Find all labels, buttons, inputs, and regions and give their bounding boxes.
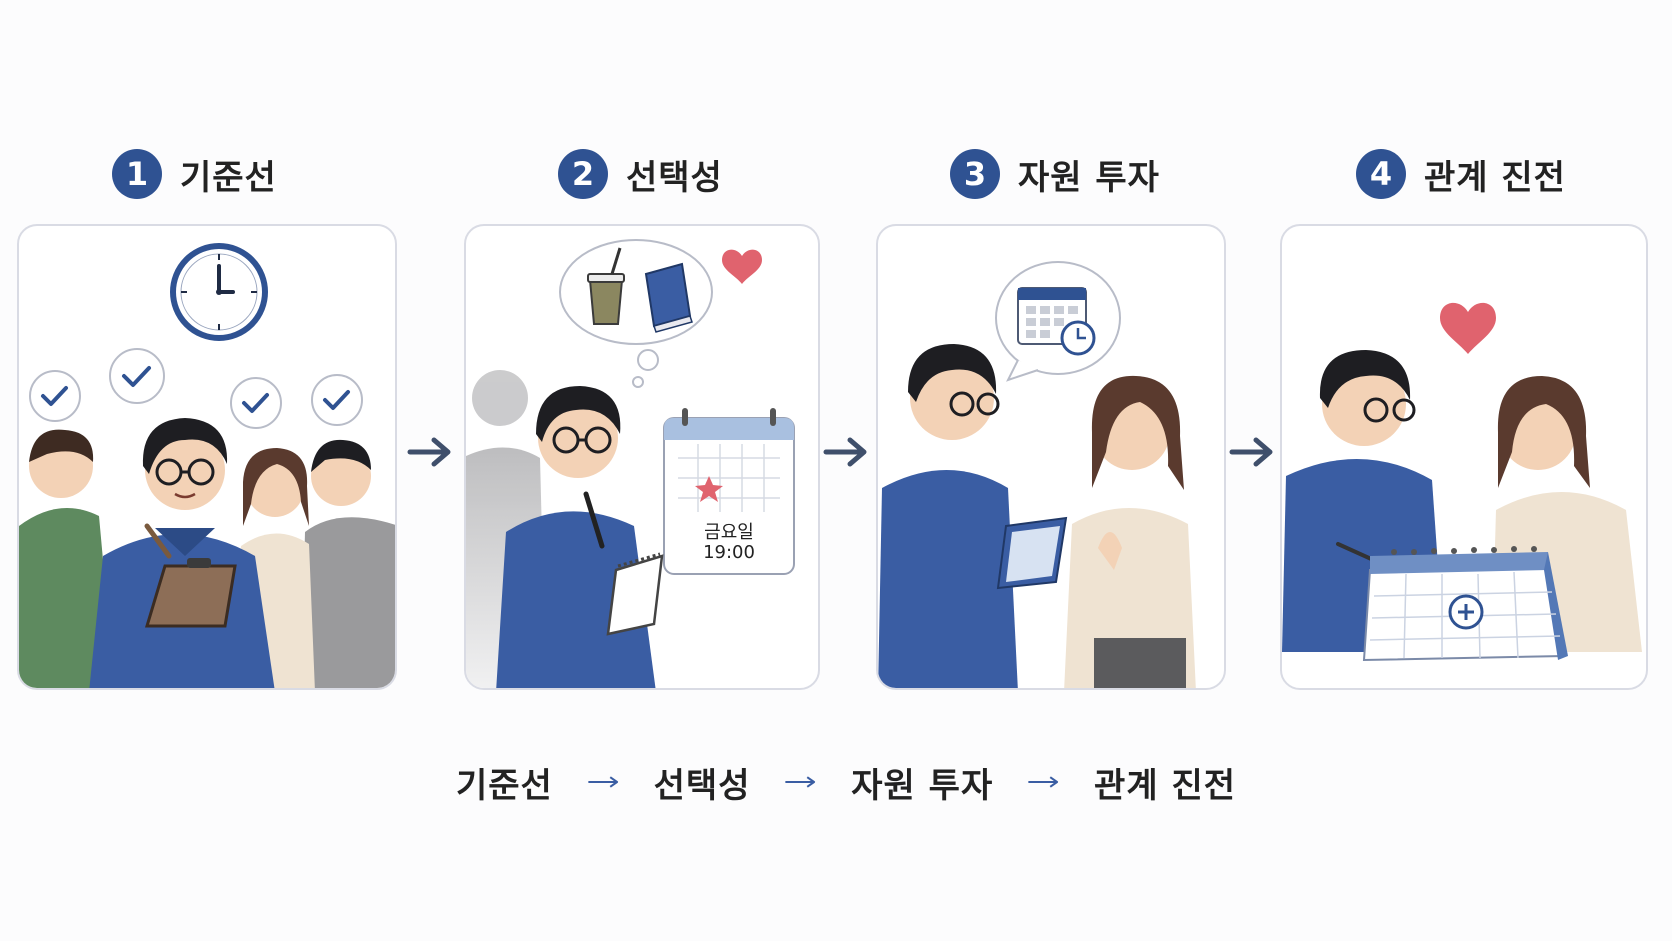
step-number-badge: 2: [558, 149, 608, 199]
step-title: 자원 투자: [1018, 157, 1160, 198]
step-number-badge: 1: [112, 149, 162, 199]
step-number-badge: 4: [1356, 149, 1406, 199]
heart-icon: [722, 249, 762, 284]
panel-investment: [876, 224, 1226, 690]
step-title: 선택성: [626, 157, 723, 198]
clipboard-icon: [144, 558, 237, 628]
flow-label: 기준선: [456, 765, 553, 806]
notepad-icon: [606, 552, 664, 636]
star-icon: [695, 476, 723, 502]
speech-bubble: [995, 261, 1121, 382]
thought-bubble: [559, 239, 713, 388]
step-title: 관계 진전: [1424, 157, 1566, 198]
check-bubble-icon: [109, 348, 165, 404]
flow-arrow-icon: [588, 776, 618, 788]
check-bubble-icon: [29, 370, 81, 422]
panel-selectivity: 금요일 19:00: [464, 224, 820, 690]
heart-icon: [1440, 302, 1496, 354]
calendar-time: 19:00: [703, 542, 755, 563]
calendar-card: [663, 408, 795, 575]
clock-icon: [170, 243, 268, 341]
panel-progress: [1280, 224, 1648, 690]
arrow-right-icon: [407, 437, 451, 467]
book-icon: [644, 262, 693, 333]
baseline-illustration: [19, 243, 395, 688]
desk-calendar-icon: [1362, 546, 1568, 662]
flow-arrow-icon: [1028, 776, 1059, 788]
flow-summary: 기준선 선택성 자원 투자 관계 진전: [456, 752, 1236, 812]
arrow-right-icon: [823, 437, 867, 467]
step-title: 기준선: [180, 157, 277, 198]
planner-icon: [996, 516, 1068, 590]
calendar-clock-icon: [1017, 287, 1096, 356]
coffee-cup-icon: [587, 247, 625, 325]
flow-label: 자원 투자: [851, 765, 994, 806]
selectivity-illustration: [466, 239, 795, 688]
investment-illustration: [878, 261, 1196, 688]
progress-illustration: [1282, 302, 1642, 662]
step-header-3: 3 자원 투자: [950, 148, 1160, 200]
flow-label: 선택성: [653, 765, 751, 806]
panel-baseline: [17, 224, 397, 690]
calendar-day: 금요일: [704, 522, 754, 543]
flow-label: 관계 진전: [1094, 765, 1237, 806]
step-number-badge: 3: [950, 149, 1000, 199]
check-bubble-icon: [311, 374, 363, 426]
flow-arrow-icon: [785, 776, 816, 788]
check-bubble-icon: [230, 377, 282, 429]
step-header-1: 1 기준선: [112, 148, 277, 200]
step-header-4: 4 관계 진전: [1356, 148, 1566, 200]
arrow-right-icon: [1229, 437, 1273, 467]
step-header-2: 2 선택성: [558, 148, 723, 200]
plus-circle-icon: [1448, 594, 1484, 630]
